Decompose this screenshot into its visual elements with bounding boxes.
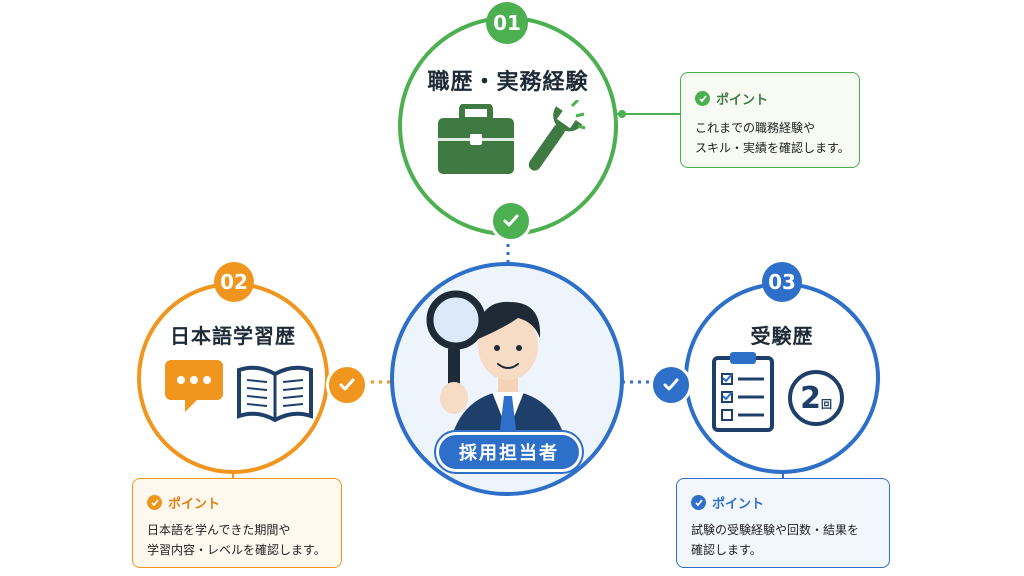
step-03-check-icon [650,364,692,406]
center-circle [390,262,624,496]
count-badge-icon: 2 回 [788,370,844,426]
step-01-point-line-1: これまでの職務経験や [695,121,816,135]
check-circle-icon [695,91,710,106]
step-03-point-header: ポイント [691,493,764,512]
step-03-number-badge: 03 [762,262,802,302]
step-02-point-line-1: 日本語を学んできた期間や [147,523,291,537]
open-book-icon [237,365,313,422]
clipboard-checklist-icon [712,352,774,432]
step-03-title: 受験歴 [750,324,814,348]
step-03-circle: 受験歴 2 回 [684,282,880,474]
step-01-point-header: ポイント [695,89,768,108]
step-01-check-icon [490,200,532,242]
step-01-point-box: ポイント これまでの職務経験や スキル・実績を確認します。 [680,72,860,168]
step-02-check-icon [326,364,368,406]
count-unit: 回 [820,398,832,411]
role-label-pill: 採用担当者 [436,432,582,472]
speech-bubble-icon [165,360,223,412]
step-02-point-label: ポイント [168,497,221,512]
step-01-point-line-2: スキル・実績を確認します。 [695,141,850,155]
step-03-point-line-2: 確認します。 [691,543,762,557]
step-03-point-label: ポイント [712,497,765,512]
step-03-point-line-1: 試験の受験経験や回数・結果を [691,523,860,537]
wrench-icon [528,100,586,171]
step-01-point-label: ポイント [716,93,769,108]
step-01-title: 職歴・実務経験 [427,70,589,95]
step-01-circle: 職歴・実務経験 [398,16,618,236]
check-circle-icon [147,495,162,510]
briefcase-icon [438,104,514,174]
step-01-number-badge: 01 [486,2,528,44]
step-02-point-header: ポイント [147,493,220,512]
check-circle-icon [691,495,706,510]
count-number: 2 [800,380,821,416]
magnifier-person-icon [426,290,568,454]
step-02-title: 日本語学習歴 [170,324,296,348]
step-02-point-line-2: 学習内容・レベルを確認します。 [147,543,326,557]
step-03-point-box: ポイント 試験の受験経験や回数・結果を 確認します。 [676,478,890,568]
step-02-circle: 日本語学習歴 [137,282,329,474]
step-02-point-box: ポイント 日本語を学んできた期間や 学習内容・レベルを確認します。 [132,478,342,568]
step-02-number-badge: 02 [214,262,254,302]
